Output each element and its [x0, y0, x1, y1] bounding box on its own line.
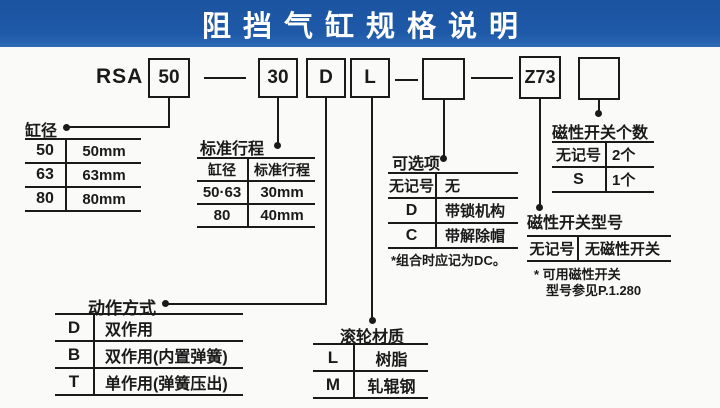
option-value: 无: [445, 178, 461, 195]
roller-value: 树脂: [375, 351, 408, 369]
code-box-switch-count: [578, 57, 620, 100]
switch-count-code: S: [552, 168, 607, 191]
code-box-roller: L: [350, 58, 390, 98]
code-box-bore: 50: [148, 58, 190, 98]
roller-label: 滚轮材质: [340, 329, 405, 346]
table-header-row: 缸径 标准行程: [197, 159, 315, 182]
action-value: 双作用(内置弹簧): [105, 348, 228, 366]
title-banner: 阻挡气缸规格说明: [0, 0, 720, 47]
connector-line-roller: [371, 96, 373, 322]
bore-value: 50mm: [82, 142, 126, 160]
option-value: 带解除帽: [445, 228, 506, 245]
code-box-switch-model: Z73: [519, 56, 561, 99]
switch-model-label: 磁性开关型号: [527, 215, 624, 232]
connector-dot-options: [440, 155, 447, 162]
switch-model-code: 无记号: [527, 237, 579, 260]
stroke-label: 标准行程: [200, 141, 265, 158]
table-row: S 1个: [552, 168, 654, 193]
option-code: C: [388, 224, 437, 247]
switch-model-note-line2: 型号参见P.1.280: [546, 283, 642, 298]
options-table: 无记号 无 D 带锁机构 C 带解除帽: [388, 172, 518, 249]
stroke-col1-header: 缸径: [197, 159, 249, 180]
switch-count-table: 无记号 2个 S 1个: [552, 141, 654, 193]
action-code: T: [55, 369, 95, 394]
switch-count-value: 2个: [612, 147, 636, 164]
switch-model-note-line1: * 可用磁性开关: [534, 267, 621, 282]
connector-line-bore-h: [67, 126, 170, 128]
table-row: C 带解除帽: [388, 224, 518, 249]
stroke-code: 50·63: [197, 182, 249, 203]
table-row: 80 40mm: [197, 205, 315, 228]
connector-line-action-h: [166, 303, 327, 305]
table-row: T 单作用(弹簧压出): [55, 369, 243, 396]
connector-dot-bore: [63, 124, 70, 131]
connector-line-switch-model: [539, 97, 541, 208]
connector-line-action: [325, 96, 327, 305]
roller-table: L 树脂 M 轧辊钢: [313, 343, 428, 399]
code-box-options: [422, 58, 465, 100]
action-value: 双作用: [105, 321, 154, 339]
bore-code: 63: [25, 164, 67, 186]
bore-value: 80mm: [82, 190, 126, 208]
table-row: 50 50mm: [25, 140, 141, 164]
roller-code: L: [313, 345, 355, 370]
table-row: 无记号 无磁性开关: [527, 237, 671, 262]
table-row: M 轧辊钢: [313, 372, 428, 399]
table-row: 无记号 无: [388, 174, 518, 199]
bore-code: 80: [25, 188, 67, 210]
code-box-stroke: 30: [258, 58, 298, 98]
connector-dot-stroke: [274, 142, 281, 149]
option-code: 无记号: [388, 174, 437, 197]
switch-count-label: 磁性开关个数: [552, 125, 649, 142]
action-code: B: [55, 342, 95, 367]
table-row: B 双作用(内置弹簧): [55, 342, 243, 369]
stroke-value: 40mm: [260, 207, 304, 224]
code-box-action: D: [306, 58, 346, 98]
stroke-table: 缸径 标准行程 50·63 30mm 80 40mm: [197, 157, 315, 228]
connector-line-switch-count: [598, 98, 600, 113]
switch-count-code: 无记号: [552, 143, 607, 166]
dash-separator-3: [471, 77, 513, 79]
action-value: 单作用(弹簧压出): [105, 375, 228, 393]
connector-dot-action: [162, 300, 169, 307]
table-row: 无记号 2个: [552, 143, 654, 168]
connector-dot-switch-model: [536, 204, 543, 211]
options-note: *组合时应记为DC。: [391, 253, 506, 268]
bore-value: 63mm: [82, 166, 126, 184]
option-code: D: [388, 199, 437, 222]
connector-dot-switch-count: [595, 110, 602, 117]
roller-value: 轧辊钢: [367, 378, 416, 396]
dash-separator-1: [204, 77, 246, 79]
table-row: D 带锁机构: [388, 199, 518, 224]
bore-code: 50: [25, 140, 67, 162]
page-title: 阻挡气缸规格说明: [201, 10, 530, 43]
connector-dot-roller: [369, 317, 376, 324]
connector-line-bore: [168, 96, 170, 128]
switch-model-value: 无磁性开关: [585, 241, 661, 258]
action-table: D 双作用 B 双作用(内置弹簧) T 单作用(弹簧压出): [55, 313, 243, 396]
table-row: 50·63 30mm: [197, 182, 315, 205]
table-row: L 树脂: [313, 345, 428, 372]
roller-code: M: [313, 372, 355, 397]
options-label: 可选项: [392, 156, 441, 173]
stroke-code: 80: [197, 205, 249, 226]
table-row: D 双作用: [55, 315, 243, 342]
switch-count-value: 1个: [612, 172, 636, 189]
option-value: 带锁机构: [445, 203, 506, 220]
table-row: 63 63mm: [25, 164, 141, 188]
table-row: 80 80mm: [25, 188, 141, 212]
action-code: D: [55, 315, 95, 340]
model-prefix: RSA: [96, 65, 144, 88]
stroke-col2-header: 标准行程: [254, 161, 310, 178]
bore-label: 缸径: [25, 123, 58, 140]
connector-line-options: [443, 98, 445, 159]
connector-line-stroke: [277, 96, 279, 146]
switch-model-table: 无记号 无磁性开关: [527, 235, 671, 262]
dash-separator-2: [395, 79, 418, 81]
bore-table: 50 50mm 63 63mm 80 80mm: [25, 138, 141, 212]
stroke-value: 30mm: [260, 184, 304, 201]
